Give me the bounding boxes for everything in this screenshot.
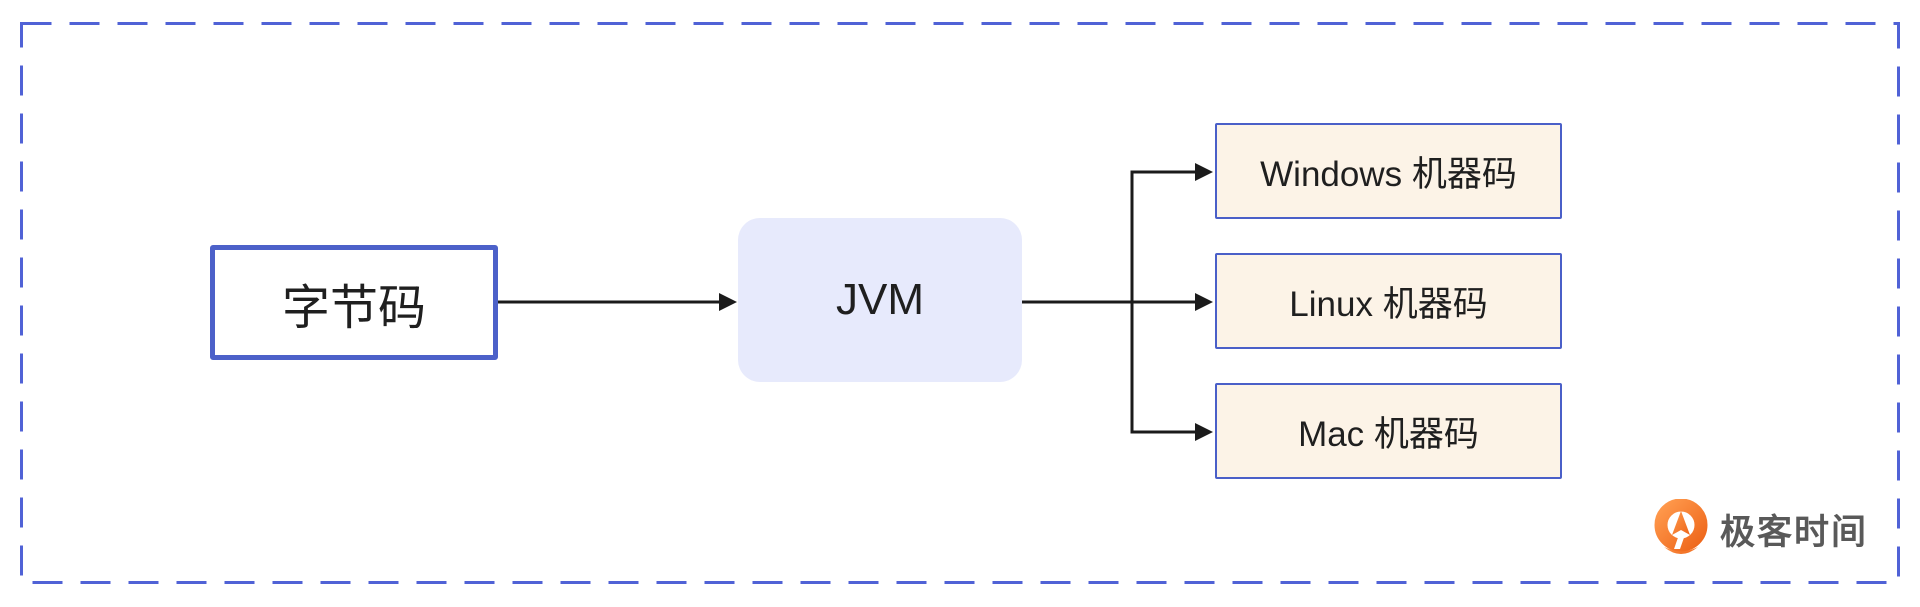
target-node-label: Mac 机器码 <box>1298 414 1479 454</box>
bytecode-node: 字节码 <box>210 245 498 360</box>
target-node-label: Windows 机器码 <box>1260 154 1517 194</box>
arrowhead-branch-to-mac <box>1195 423 1213 441</box>
jvm-node-label: JVM <box>836 275 924 324</box>
arrowhead-branch-to-windows <box>1195 163 1213 181</box>
arrowhead-source-to-jvm <box>719 293 737 311</box>
geektime-icon <box>1654 499 1708 554</box>
target-node-mac: Mac 机器码 <box>1215 383 1562 479</box>
brand-text: 极客时间 <box>1720 512 1869 552</box>
target-node-linux: Linux 机器码 <box>1215 253 1562 349</box>
brand-watermark: 极客时间 <box>1654 498 1868 560</box>
jvm-node: JVM <box>738 218 1022 382</box>
arrowhead-jvm-to-linux <box>1195 293 1213 311</box>
dashed-frame <box>20 22 1900 584</box>
target-node-label: Linux 机器码 <box>1289 284 1488 324</box>
target-node-windows: Windows 机器码 <box>1215 123 1562 219</box>
bytecode-node-label: 字节码 <box>281 281 426 335</box>
